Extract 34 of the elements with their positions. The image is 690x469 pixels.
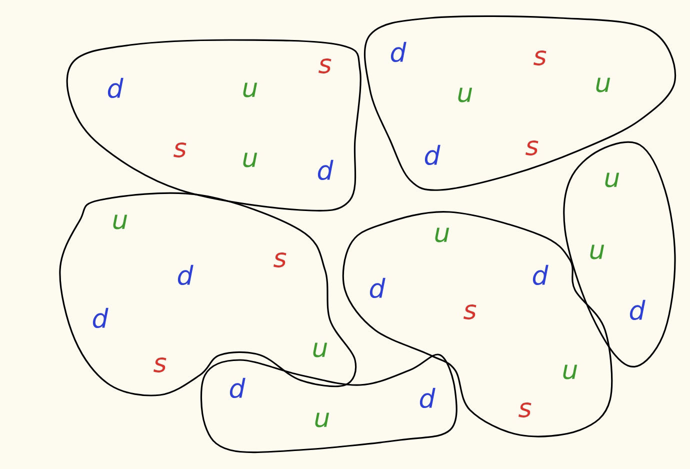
letter: d (92, 308, 108, 328)
letter: d (178, 264, 194, 286)
letter: u (313, 342, 328, 358)
letter: u (243, 82, 258, 98)
letter: u (605, 172, 620, 188)
blob (342, 211, 613, 438)
letter: u (243, 152, 258, 168)
letter: d (630, 300, 646, 320)
letter: u (435, 228, 450, 242)
letter: d (532, 264, 548, 286)
letter: u (113, 214, 128, 230)
letter: d (230, 378, 246, 398)
letter: u (315, 412, 330, 428)
letter: d (108, 78, 124, 98)
letter: s (274, 252, 286, 268)
letter: u (563, 364, 578, 380)
letter: d (420, 388, 436, 408)
blob (66, 39, 362, 212)
blob (59, 192, 357, 396)
letter: u (590, 244, 604, 260)
letter: u (596, 78, 610, 92)
letter: s (154, 358, 166, 372)
letter: s (464, 304, 476, 320)
letter: s (534, 50, 546, 66)
letter: s (526, 140, 538, 156)
letter: s (174, 142, 186, 158)
letter: d (370, 278, 386, 298)
letter: d (424, 144, 440, 166)
letter: d (390, 42, 406, 62)
letter: u (458, 88, 472, 102)
letter: s (518, 402, 532, 418)
blob (364, 15, 676, 191)
letter: d (318, 160, 334, 180)
letter: s (318, 58, 332, 74)
